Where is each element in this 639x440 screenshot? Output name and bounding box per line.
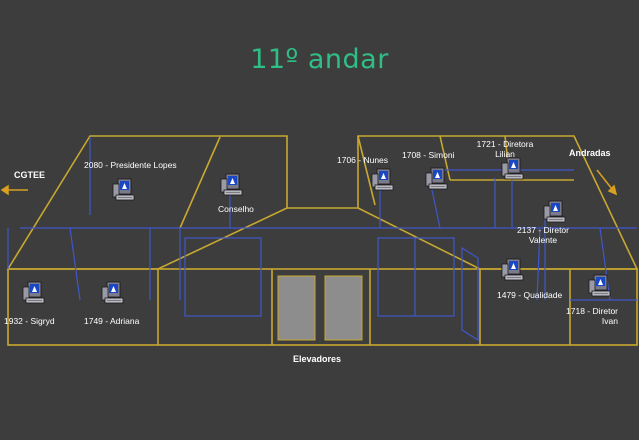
workstation-label-presidente-lopes: 2080 - Presidente Lopes [84, 160, 177, 170]
arrow-left-icon [0, 184, 28, 196]
workstation-label-conselho: Conselho [218, 204, 254, 214]
window [377, 237, 455, 317]
elevator-door-left [277, 275, 316, 341]
computer-icon[interactable] [20, 281, 46, 305]
cable [431, 189, 441, 229]
front-facade [7, 268, 638, 346]
label-elevadores: Elevadores [293, 354, 342, 364]
workstation-label-simoni: 1708 - Simoni [402, 150, 455, 160]
wall-right-internal-1 [357, 135, 376, 206]
cabling [7, 137, 637, 342]
label-cgtee: CGTEE [14, 170, 46, 180]
computer-icon[interactable] [99, 281, 125, 305]
computer-icon[interactable] [218, 173, 244, 197]
door-right [461, 246, 479, 342]
computer-icon[interactable] [541, 200, 567, 224]
left-wing-outline [6, 135, 288, 270]
page-title: 11º andar [250, 44, 389, 75]
elevator-doors [277, 275, 363, 341]
workstation-label-diretor-ivan: 1718 - Diretor Ivan [566, 306, 618, 326]
window [184, 237, 262, 317]
computer-icon[interactable] [586, 274, 612, 298]
cable [599, 227, 611, 301]
workstation-label-sigryd: 1932 - Sigryd [4, 316, 55, 326]
computer-icon[interactable] [423, 167, 449, 191]
computer-icon[interactable] [499, 258, 525, 282]
workstation-label-diretor-valente: 2137 - Diretor Valente [517, 225, 569, 245]
wall-right-internal-2 [439, 135, 451, 181]
computer-icon[interactable] [499, 157, 525, 181]
walls [6, 135, 639, 346]
workstation-label-diretora-lilian: 1721 - Diretora Lilian [476, 139, 534, 159]
elevator-door-right [324, 275, 363, 341]
cable [536, 227, 541, 301]
cable [69, 227, 81, 301]
computer-icon[interactable] [110, 178, 136, 202]
arrow-down-right-icon [596, 169, 618, 196]
computer-icon[interactable] [369, 168, 395, 192]
workstation-label-adriana: 1749 - Adriana [84, 316, 140, 326]
label-andradas: Andradas [569, 148, 611, 158]
workstation-label-nunes: 1706 - Nunes [337, 155, 389, 165]
wall-left-internal [179, 136, 221, 229]
workstation-label-qualidade: 1479 - Qualidade [497, 290, 563, 300]
